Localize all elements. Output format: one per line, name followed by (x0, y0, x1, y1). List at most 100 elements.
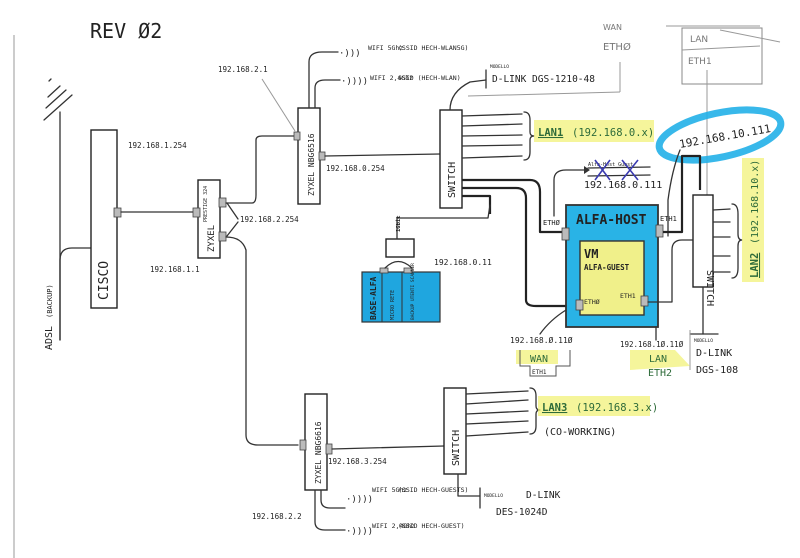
zyxel-top-lan-port (318, 151, 326, 161)
alfa-host-eth1: ETH1 (660, 215, 677, 223)
link-switch-vm-eth0 (462, 186, 580, 308)
zyxel-top-label: ZYXEL NBG6516 (307, 133, 316, 196)
crossed-text: Alfa-Host Guest (588, 162, 633, 168)
zyxel-top-lan-ip: 192.168.0.254 (326, 164, 385, 173)
switch-right[interactable]: SWITCH (692, 194, 743, 306)
wifi-top-24g-band: WIFI 2,4Ghz (370, 74, 413, 82)
switch-right-label: SWITCH (704, 270, 715, 306)
cisco-port (113, 207, 122, 218)
zyxel-top-wan-port (293, 131, 301, 141)
lan1-subnet: (192.168.0.x) (572, 127, 654, 139)
wan-eth1-highlight (516, 350, 558, 364)
prestige-lan-port-1 (218, 197, 227, 208)
pointer (226, 221, 239, 237)
backup-port-2 (403, 267, 413, 274)
switch-top-label: SWITCH (447, 162, 458, 198)
wifi-bottom-5g-ssid: (SSID HECH-GUESTS) (398, 486, 468, 494)
zyxel-top-router[interactable]: ZYXEL NBG6516 (293, 107, 326, 205)
lan-eth2-sub: ETH2 (648, 368, 672, 379)
prestige-lan-ip: 192.168.2.254 (240, 215, 299, 224)
wan-eth1-label: WAN (530, 354, 548, 365)
wifi-bottom-5g-band: WIFI 5Ghz (372, 486, 407, 494)
sketch-eth0-label: ETHØ (603, 41, 631, 53)
prestige-model: PRESTIGE 324 (203, 186, 209, 222)
alfa-host-eth0-port (561, 227, 570, 241)
vm-eth1: ETH1 (620, 292, 636, 300)
lan3-highlight (538, 396, 650, 416)
vm-eth0: ETHØ (584, 298, 600, 306)
sketch-wan-label: WAN (603, 23, 622, 32)
sketch-lan-label: LAN (690, 35, 708, 45)
adsl-label: ADSL (44, 326, 55, 350)
wan-eth1-ip: 192.168.Ø.11Ø (510, 335, 573, 345)
zyxel-bottom-lan-port (325, 443, 333, 455)
wifi-signal-icon: ·))) (339, 49, 361, 59)
wifi-bottom-24g-ssid: (SSID HECH-GUEST) (398, 522, 465, 530)
adsl-note: (BACKUP) (46, 284, 54, 318)
vm-name: ALFA-GUEST (584, 263, 630, 272)
prestige-label: ZYXEL (207, 225, 217, 252)
switch-bottom-model-line2: DES-1024D (496, 507, 548, 518)
wifi-top-24g-ssid: SSID (HECH-WLAN) (398, 74, 461, 82)
lan2-subnet: (192.168.10.x) (750, 160, 761, 244)
backup-col2: BACKUP UTENTI SCANNER (410, 263, 416, 320)
wifi-top-5g-band: WIFI 5Ghz (368, 44, 403, 52)
switch-top-model-prefix: MODELLO (490, 64, 509, 70)
lan3-name: LAN3 (542, 402, 567, 414)
cisco-router[interactable]: CISCO (90, 129, 122, 309)
zyxel-top-wan-ip: 192.168.2.1 (218, 65, 268, 74)
arrow-head-icon (584, 166, 590, 174)
link-switch-top-host (462, 194, 492, 214)
wan-connector-icon (519, 350, 571, 377)
lan-eth2-label: LAN (649, 354, 667, 365)
switch-top[interactable]: SWITCH (439, 109, 535, 209)
arrow-to-ip (553, 169, 585, 217)
alfa-host-eth1-port (655, 224, 664, 238)
wan-eth1-sub: ETH1 (532, 369, 547, 376)
wifi-bottom-5g-line (320, 489, 346, 509)
alfa-host-server[interactable]: ALFA-HOST ETHØ ETH1 VM ALFA-GUEST ETHØ E… (543, 204, 677, 328)
lan2-highlight (742, 158, 764, 282)
prestige-lan-port-2 (218, 231, 227, 242)
backup-label: BASE-ALFA (369, 276, 378, 320)
lan2-brace (731, 203, 743, 279)
link-zyxel-top-switch (324, 153, 441, 157)
vm-eth0-port (575, 299, 584, 311)
adsl-line (59, 247, 93, 341)
zyxel-bottom-wan-port (299, 439, 307, 451)
alfa-host-old-ip: 192.168.0.111 (584, 180, 662, 191)
switch-right-model-line1: D-LINK (696, 348, 732, 359)
backup-nas[interactable]: 1Gbit BASE-ALFA MICRO RETE BACKUP UTENTI… (361, 204, 491, 323)
link-prestige-zyxel-bottom (225, 236, 299, 446)
alfa-host-label: ALFA-HOST (576, 213, 647, 228)
zyxel-bottom-lan-ip: 192.168.3.254 (328, 457, 387, 466)
vm-eth1-port (640, 295, 649, 307)
circled-ip-highlight (655, 106, 785, 164)
lan3-subnet: (192.168.3.x) (576, 402, 658, 414)
zyxel-bottom-router[interactable]: ZYXEL NBG6616 (299, 393, 333, 491)
switch-bottom[interactable]: SWITCH (443, 387, 541, 475)
switch-top-model: D-LINK DGS-1210-48 (492, 74, 595, 85)
switch-top-model-line (449, 79, 487, 111)
sketch-eth1-label: ETH1 (688, 57, 712, 67)
link-host-switch-right (663, 154, 702, 234)
wifi-signal-icon: ·)))) (346, 527, 373, 537)
alfa-host-eth0: ETHØ (543, 219, 561, 227)
revision-title: REV Ø2 (90, 19, 162, 43)
lan2-name: LAN2 (749, 253, 761, 278)
link-prestige-zyxel-top (225, 135, 295, 204)
vm-box[interactable] (579, 240, 645, 316)
switch-bottom-model-line1: D-LINK (526, 490, 561, 501)
backup-port-1 (379, 267, 389, 274)
wifi-top-5g-ssid: (SSID HECH-WLAN5G) (398, 44, 468, 52)
lan1-highlight (534, 120, 654, 142)
wifi-bottom-24g-line (314, 489, 346, 531)
switch-right-model-line2: DGS-108 (696, 365, 738, 376)
pointer (226, 202, 239, 220)
lan1-name: LAN1 (538, 127, 563, 139)
zyxel-prestige-router[interactable]: ZYXEL PRESTIGE 324 (192, 179, 227, 259)
link-switch-alfa-eth0 (462, 178, 566, 234)
cisco-label: CISCO (97, 261, 112, 300)
link-zyxel-bottom-switch (331, 445, 445, 450)
